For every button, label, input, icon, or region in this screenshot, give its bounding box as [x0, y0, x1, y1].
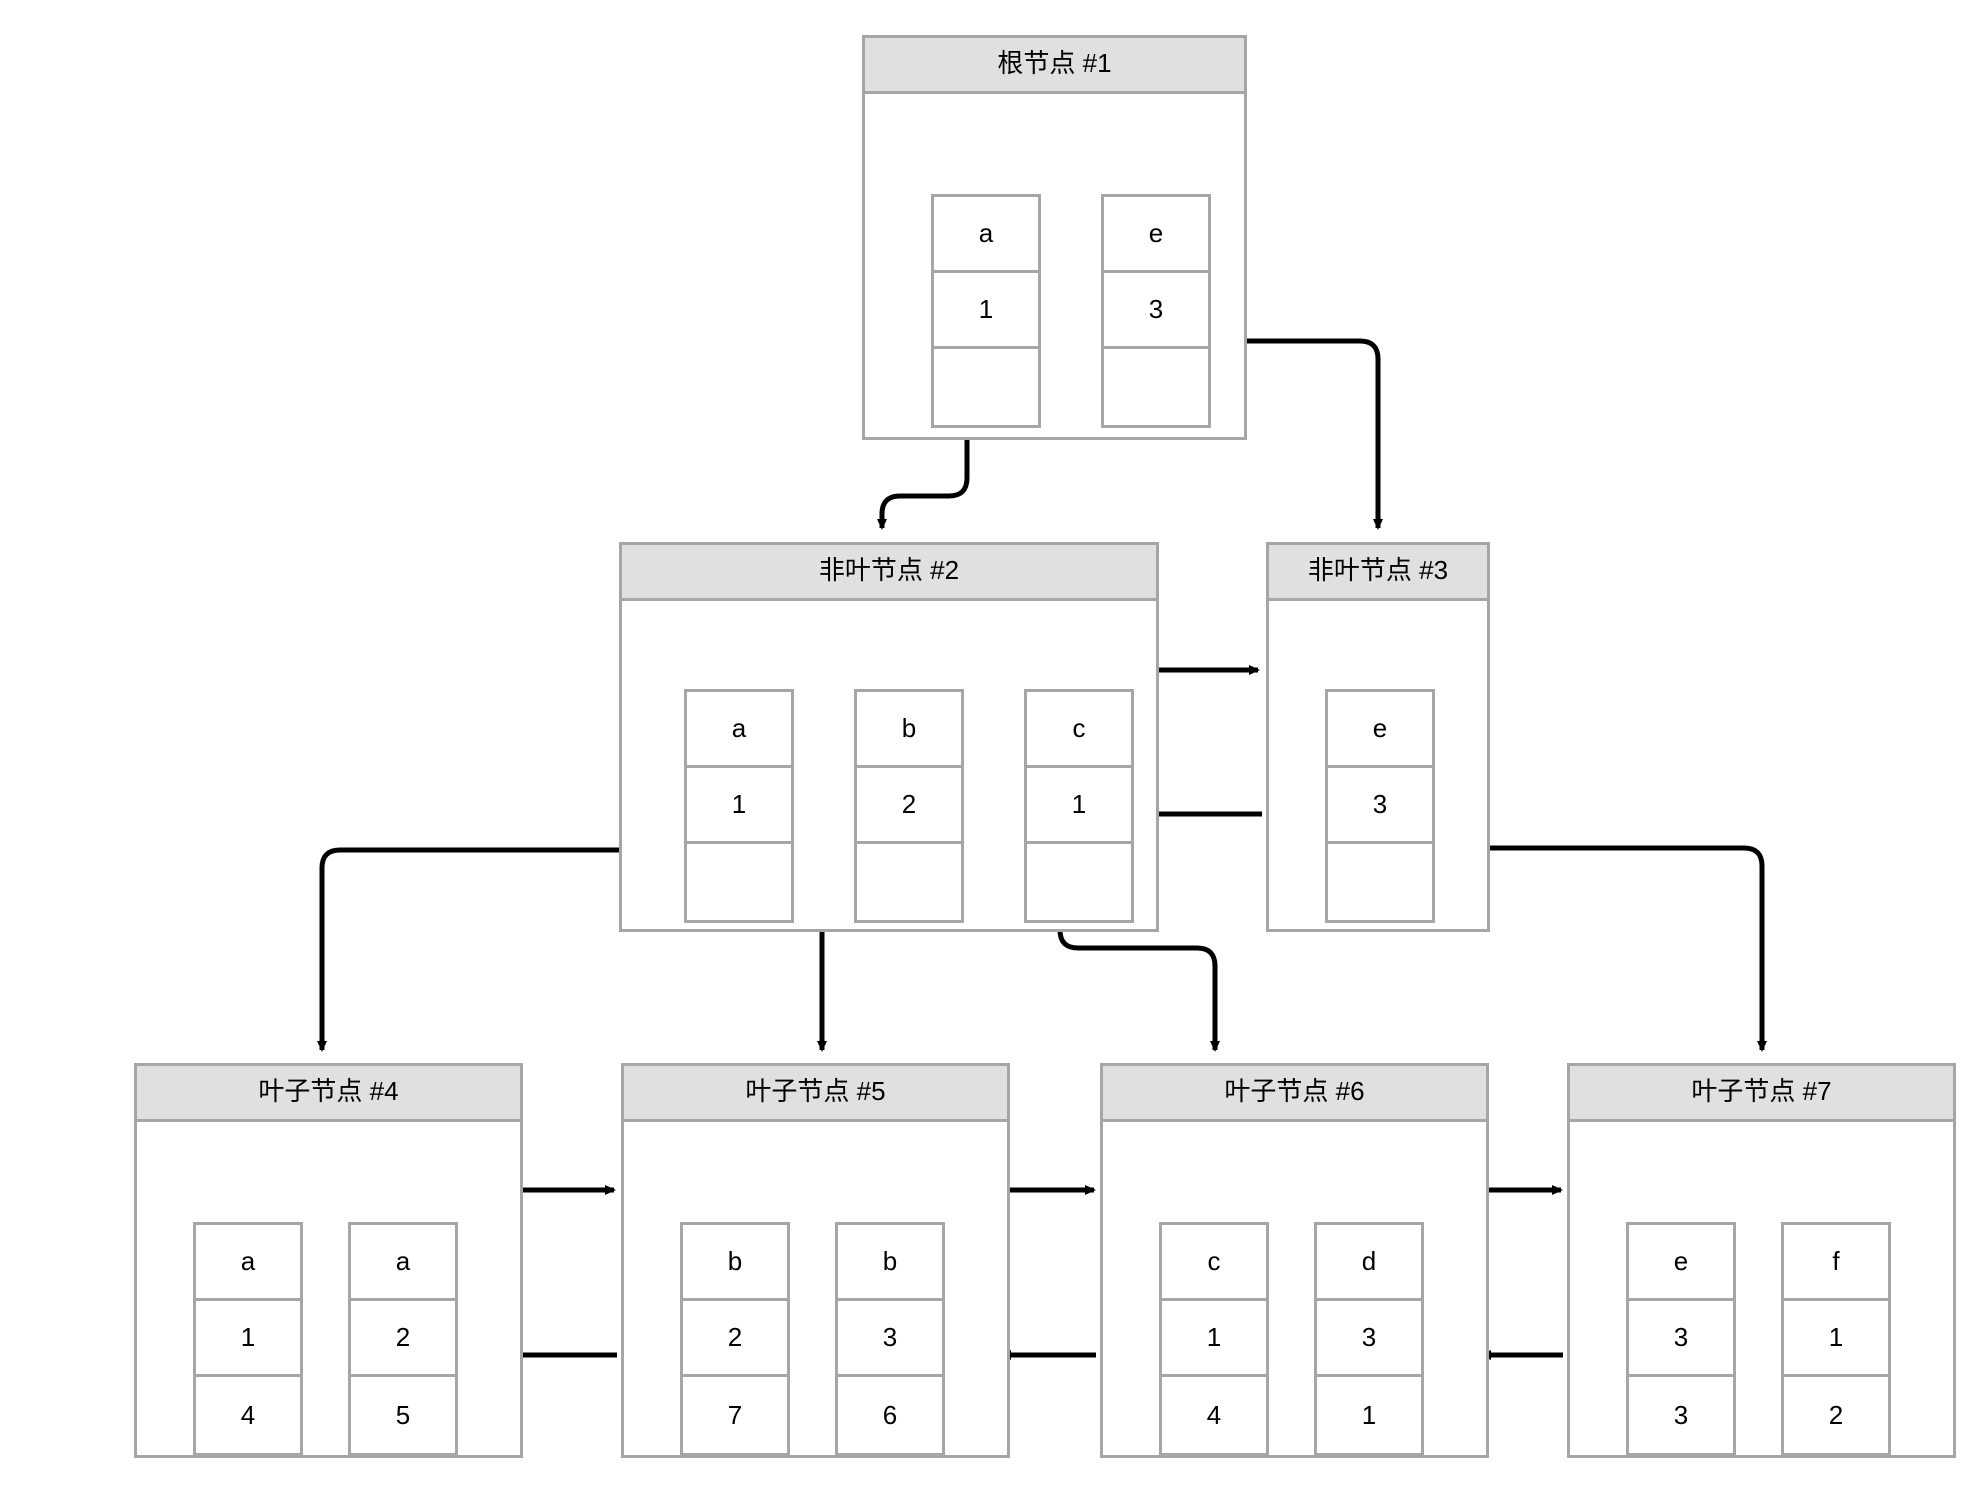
cell-count: 2: [683, 1301, 787, 1377]
node-leaf-6[interactable]: 叶子节点 #6 c 1 4 d 3 1: [1100, 1063, 1489, 1458]
cell-pointer: 7: [727, 1399, 743, 1430]
cell-group: a 1 b 2 c 1: [684, 689, 1134, 923]
cell-pointer: 2: [1828, 1399, 1844, 1430]
cell-count: 1: [196, 1301, 300, 1377]
node-internal-2[interactable]: 非叶节点 #2 a 1 b 2 c 1: [619, 542, 1159, 932]
cell-pointer: 3: [1673, 1399, 1689, 1430]
node-root-1[interactable]: 根节点 #1 a 1 e 3: [862, 35, 1247, 440]
node-cell-column[interactable]: b 2: [854, 689, 964, 923]
node-title: 非叶节点 #3: [1269, 545, 1487, 601]
cell-group: e 3: [1325, 689, 1435, 923]
cell-group: c 1 4 d 3 1: [1159, 1222, 1424, 1456]
node-cell-column[interactable]: d 3 1: [1314, 1222, 1424, 1456]
cell-key: a: [351, 1225, 455, 1301]
cell-count: 1: [1162, 1301, 1266, 1377]
cell-pointer: [1328, 844, 1432, 920]
node-body: e 3 3 f 1 2: [1570, 1122, 1953, 1456]
cell-count: 1: [934, 273, 1038, 349]
cell-key: a: [196, 1225, 300, 1301]
cell-count: 3: [1104, 273, 1208, 349]
node-cell-column[interactable]: e 3: [1101, 194, 1211, 428]
cell-pointer: [1104, 349, 1208, 425]
node-leaf-4[interactable]: 叶子节点 #4 a 1 4 a 2 5: [134, 1063, 523, 1458]
cell-key: c: [1162, 1225, 1266, 1301]
cell-count: 2: [857, 768, 961, 844]
node-leaf-5[interactable]: 叶子节点 #5 b 2 7 b 3 6: [621, 1063, 1010, 1458]
node-cell-column[interactable]: a 1: [684, 689, 794, 923]
cell-pointer: [1027, 844, 1131, 920]
cell-pointer: [934, 349, 1038, 425]
node-cell-column[interactable]: e 3 3: [1626, 1222, 1736, 1456]
cell-key: e: [1328, 692, 1432, 768]
cell-pointer: 6: [882, 1399, 898, 1430]
cell-key: a: [687, 692, 791, 768]
cell-key: b: [683, 1225, 787, 1301]
cell-group: a 1 e 3: [931, 194, 1211, 428]
cell-count: 3: [1328, 768, 1432, 844]
cell-pointer: 4: [240, 1399, 256, 1430]
cell-key: e: [1104, 197, 1208, 273]
cell-key: b: [838, 1225, 942, 1301]
cell-count: 2: [351, 1301, 455, 1377]
cell-key: f: [1784, 1225, 1888, 1301]
node-cell-column[interactable]: b 3 6: [835, 1222, 945, 1456]
cell-pointer: 1: [1361, 1399, 1377, 1430]
node-leaf-7[interactable]: 叶子节点 #7 e 3 3 f 1 2: [1567, 1063, 1956, 1458]
cell-count: 3: [838, 1301, 942, 1377]
node-cell-column[interactable]: c 1 4: [1159, 1222, 1269, 1456]
node-title: 叶子节点 #6: [1103, 1066, 1486, 1122]
cell-key: a: [934, 197, 1038, 273]
cell-count: 1: [1784, 1301, 1888, 1377]
cell-key: b: [857, 692, 961, 768]
node-internal-3[interactable]: 非叶节点 #3 e 3: [1266, 542, 1490, 932]
node-title: 叶子节点 #7: [1570, 1066, 1953, 1122]
cell-count: 3: [1629, 1301, 1733, 1377]
node-body: b 2 7 b 3 6: [624, 1122, 1007, 1456]
cell-key: c: [1027, 692, 1131, 768]
cell-count: 3: [1317, 1301, 1421, 1377]
node-title: 叶子节点 #5: [624, 1066, 1007, 1122]
node-body: a 1 b 2 c 1: [622, 601, 1156, 929]
node-title: 叶子节点 #4: [137, 1066, 520, 1122]
cell-pointer: 4: [1206, 1399, 1222, 1430]
cell-group: e 3 3 f 1 2: [1626, 1222, 1891, 1456]
cell-pointer: 5: [395, 1399, 411, 1430]
node-body: c 1 4 d 3 1: [1103, 1122, 1486, 1456]
cell-group: b 2 7 b 3 6: [680, 1222, 945, 1456]
node-title: 非叶节点 #2: [622, 545, 1156, 601]
cell-count: 1: [687, 768, 791, 844]
node-cell-column[interactable]: b 2 7: [680, 1222, 790, 1456]
cell-pointer: [687, 844, 791, 920]
node-cell-column[interactable]: e 3: [1325, 689, 1435, 923]
node-body: a 1 e 3: [865, 94, 1244, 437]
node-body: a 1 4 a 2 5: [137, 1122, 520, 1456]
node-body: e 3: [1269, 601, 1487, 929]
cell-key: e: [1629, 1225, 1733, 1301]
node-cell-column[interactable]: a 1 4: [193, 1222, 303, 1456]
cell-pointer: [857, 844, 961, 920]
cell-count: 1: [1027, 768, 1131, 844]
node-title: 根节点 #1: [865, 38, 1244, 94]
cell-key: d: [1317, 1225, 1421, 1301]
node-cell-column[interactable]: c 1: [1024, 689, 1134, 923]
node-cell-column[interactable]: a 1: [931, 194, 1041, 428]
cell-group: a 1 4 a 2 5: [193, 1222, 458, 1456]
node-cell-column[interactable]: a 2 5: [348, 1222, 458, 1456]
node-cell-column[interactable]: f 1 2: [1781, 1222, 1891, 1456]
